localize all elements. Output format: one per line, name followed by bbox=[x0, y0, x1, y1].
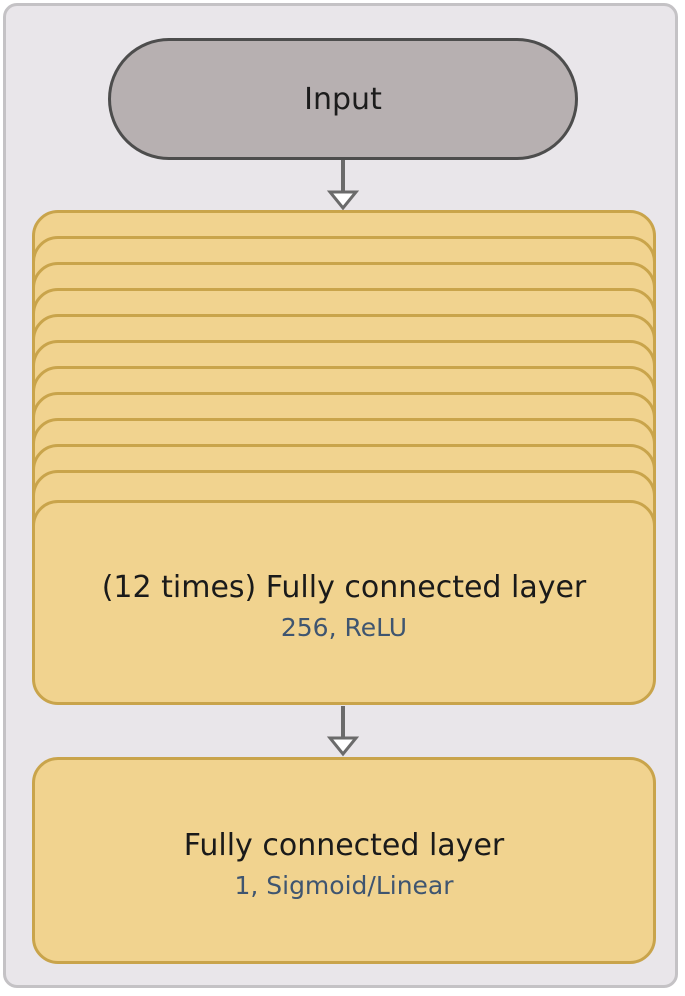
arrow-hidden-to-output bbox=[326, 706, 360, 757]
output-layer-title: Fully connected layer bbox=[183, 827, 505, 863]
input-node: Input bbox=[108, 38, 578, 160]
input-label: Input bbox=[304, 81, 382, 117]
output-layer-node: Fully connected layer 1, Sigmoid/Linear bbox=[32, 757, 656, 964]
hidden-layer-detail: 256, ReLU bbox=[280, 612, 408, 642]
arrow-input-to-hidden bbox=[326, 160, 360, 211]
output-layer-detail: 1, Sigmoid/Linear bbox=[234, 870, 454, 900]
hidden-layer-node: (12 times) Fully connected layer 256, Re… bbox=[32, 500, 656, 705]
hidden-layer-title: (12 times) Fully connected layer bbox=[101, 569, 587, 605]
